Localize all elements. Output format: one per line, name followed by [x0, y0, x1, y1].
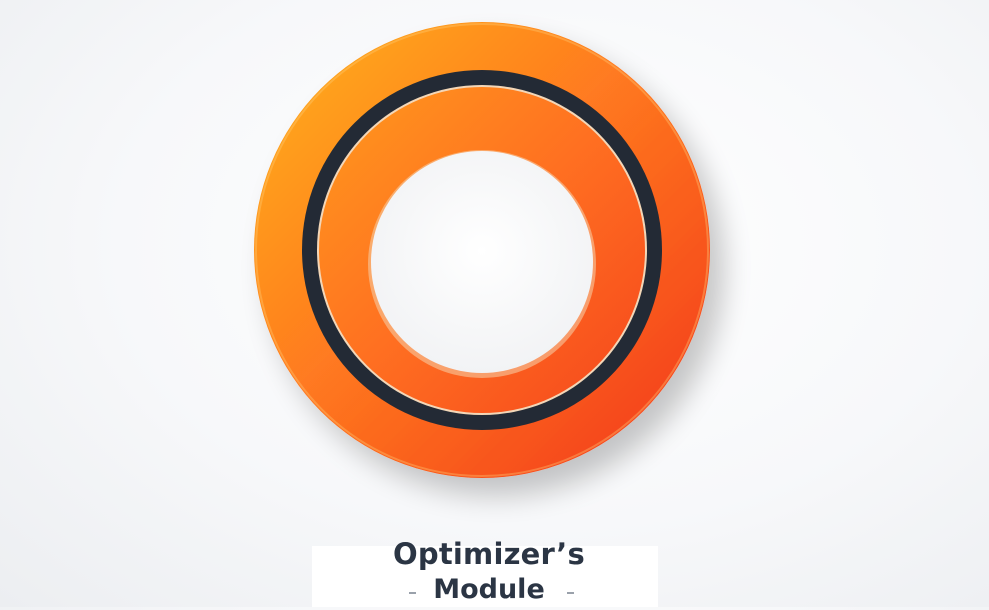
dash-left: [409, 592, 416, 594]
outer-ring-rim: [255, 23, 709, 477]
caption-title: Optimizer’s: [393, 537, 585, 571]
caption-subtitle: Module: [433, 574, 545, 605]
dash-right: [567, 592, 574, 594]
center-hole: [371, 151, 593, 373]
caption-background: [312, 546, 658, 607]
